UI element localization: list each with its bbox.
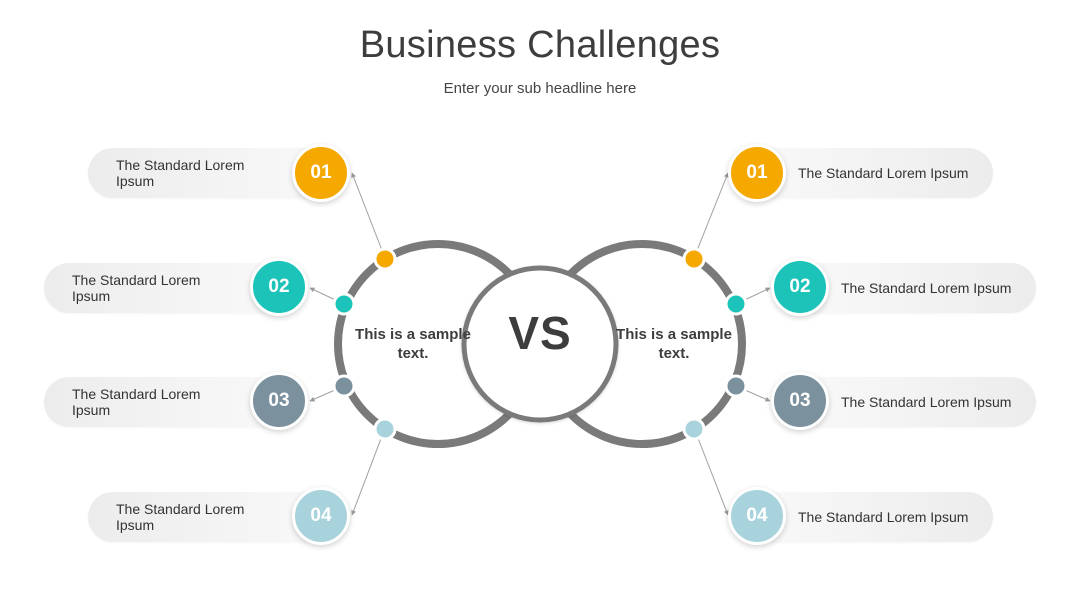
- left-badge-02: 02: [250, 258, 308, 316]
- right-badge-03: 03: [771, 372, 829, 430]
- dot-left-01: [373, 247, 397, 271]
- dot-right-03: [724, 374, 748, 398]
- right-badge-01: 01: [728, 144, 786, 202]
- connector-left-01: [351, 172, 386, 259]
- left-badge-01: 01: [292, 144, 350, 202]
- vs-label: VS: [508, 307, 572, 359]
- vs-circle: [461, 265, 619, 423]
- dot-right-01: [682, 247, 706, 271]
- connector-right-01: [693, 172, 729, 259]
- page-title: Business Challenges: [359, 24, 721, 66]
- left-badge-03: 03: [250, 372, 308, 430]
- page-subtitle: Enter your sub headline here: [443, 80, 637, 97]
- right-badge-02: 02: [771, 258, 829, 316]
- dot-right-02: [724, 292, 748, 316]
- left-badge-04: 04: [292, 487, 350, 545]
- dot-left-02: [332, 292, 356, 316]
- left-ring-text: This is a sample text.: [355, 326, 471, 362]
- right-ring-text: This is a sample text.: [616, 326, 732, 362]
- connector-right-04: [693, 427, 729, 516]
- dot-right-04: [682, 417, 706, 441]
- connector-left-04: [351, 427, 386, 516]
- dot-left-03: [332, 374, 356, 398]
- dot-left-04: [373, 417, 397, 441]
- right-badge-04: 04: [728, 487, 786, 545]
